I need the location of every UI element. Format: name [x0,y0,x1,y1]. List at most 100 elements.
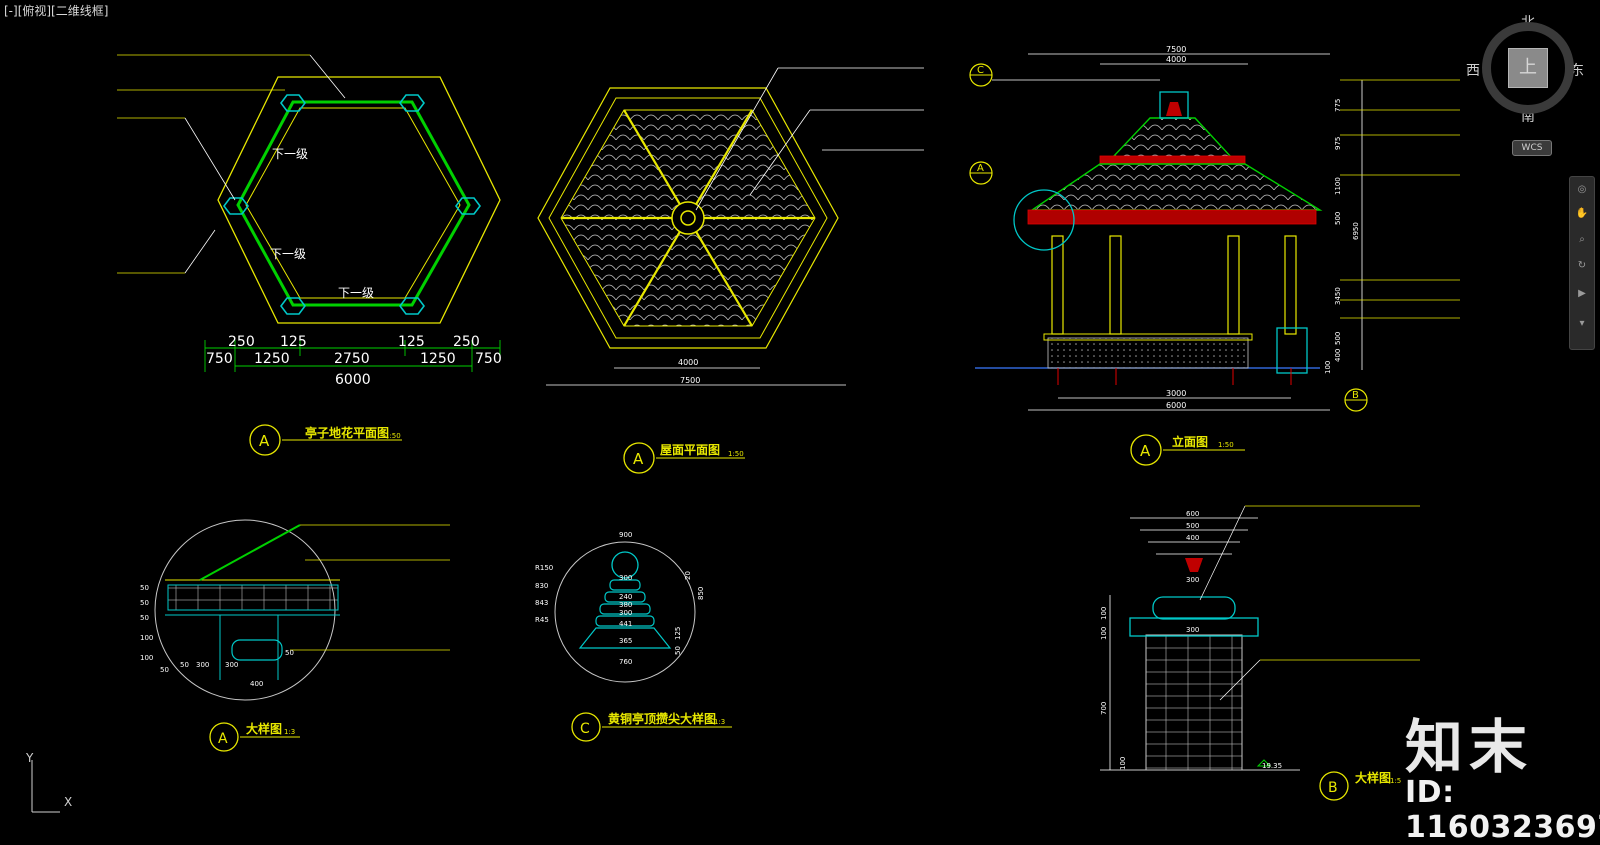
elevation-dim: 6950 [1352,222,1360,240]
plan-dim: 250 [453,334,480,350]
plan-dim: 750 [206,351,233,367]
detail-c-tag: C [580,721,590,737]
detail-a-dim: 300 [225,661,238,669]
plan-dim: 750 [475,351,502,367]
detail-c-dim: 300 [619,609,632,617]
plan-outer-hexagon [217,76,501,324]
detail-a-dim: 400 [250,680,263,688]
plan-step-label: 下一级 [338,286,374,300]
viewcube-compass-ring[interactable] [1482,22,1574,114]
detail-c-dim: 50 [674,646,682,655]
plan-tag: A [259,432,270,450]
steering-wheel-icon[interactable]: ◎ [1577,184,1587,195]
detail-a-dim: 50 [140,584,149,592]
detail-c-dim: 760 [619,658,632,666]
plan-scale: 1:50 [385,432,401,440]
elevation-scale: 1:50 [1218,441,1234,449]
roof-title: 屋面平面图 [660,443,720,457]
svg-text:C: C [977,65,984,76]
roof-dim-inner: 4000 [678,358,698,367]
watermark-logo: 知末 [1405,713,1534,781]
detail-b-level: 19.35 [1262,762,1282,770]
detail-b-dim: 300 [1186,626,1199,634]
elevation-dim: 3000 [1166,389,1186,398]
elevation-callout-b[interactable]: B [1344,388,1368,412]
detail-a-dim: 300 [196,661,209,669]
orbit-icon[interactable]: ↻ [1577,260,1587,271]
detail-b-scale: 1:5 [1390,777,1401,785]
roof-plan-view: 4000 7500 A 屋面平面图 1:50 [537,67,924,474]
detail-c-dim: 380 [619,601,632,609]
elevation-dim: 6000 [1166,401,1186,410]
detail-c-dim: 300 [619,574,632,582]
elevation-dim: 975 [1334,137,1342,150]
detail-a-dim: 50 [180,661,189,669]
detail-c-dim: 20 [684,571,692,580]
elevation-dim: 1100 [1334,177,1342,195]
detail-a-dim: 50 [285,649,294,657]
elevation-view: 7500 4000 3000 6000 C A B 77 [969,45,1460,466]
viewcube-top-face[interactable]: 上 [1508,48,1548,88]
zoom-icon[interactable]: ⌕ [1579,234,1585,245]
detail-a-title: 大样图 [246,721,282,736]
detail-b-title: 大样图 [1355,770,1391,785]
navbar-options-icon[interactable]: ▾ [1579,318,1585,329]
elevation-dim: 7500 [1166,45,1186,54]
plan-dim: 250 [228,334,255,350]
detail-c-dim: 830 [535,582,548,590]
detail-b-dim: 700 [1100,702,1108,715]
detail-b-dim: 100 [1100,607,1108,620]
detail-b-tag: B [1328,780,1338,796]
roof-dim-outer: 7500 [680,376,700,385]
plan-dim: 1250 [420,351,456,367]
detail-a-dim: 50 [140,599,149,607]
svg-text:A: A [977,163,984,174]
viewcube-west[interactable]: 西 [1466,63,1480,79]
wcs-menu-button[interactable]: WCS [1512,140,1552,156]
elevation-dim: 100 [1324,361,1332,374]
viewcube[interactable]: 北 南 东 西 上 WCS [1466,15,1594,156]
pan-icon[interactable]: ✋ [1575,208,1589,219]
svg-text:B: B [1352,390,1359,401]
detail-b-dim: 100 [1119,757,1127,770]
ucs-x-label: X [64,795,72,809]
detail-b-dim: 600 [1186,510,1199,518]
plan-step-label: 下一级 [272,147,308,161]
plan-dim: 1250 [254,351,290,367]
elevation-columns [1051,235,1297,335]
elevation-dim: 4000 [1166,55,1186,64]
roof-scale: 1:50 [728,450,744,458]
detail-a-view: 50 50 50 100 100 50 50 300 300 50 400 A … [140,519,450,752]
detail-b-dim: 500 [1186,522,1199,530]
detail-a-dim: 100 [140,654,153,662]
detail-b-view: 600 500 400 300 300 100 100 700 100 19.3… [1100,505,1420,801]
elevation-tag: A [1140,442,1151,460]
plan-dim: 125 [398,334,425,350]
detail-c-dim: 365 [619,637,632,645]
detail-a-tag: A [218,731,228,747]
detail-c-scale: 1:3 [714,718,725,726]
plan-title: 亭子地花平面图 [305,425,389,440]
detail-c-dim: 240 [619,593,632,601]
detail-a-dim: 100 [140,634,153,642]
viewport-label[interactable]: [-][俯视][二维线框] [4,4,109,18]
detail-c-dim: 843 [535,599,548,607]
plan-column-markers [223,94,481,315]
detail-a-dim: 50 [140,614,149,622]
showmotion-icon[interactable]: ▶ [1578,288,1586,299]
ucs-icon: Y X [25,751,72,813]
elevation-callout-c[interactable]: C [969,63,1160,87]
elevation-dim: 500 [1334,332,1342,345]
detail-b-dim: 400 [1186,534,1199,542]
elevation-dim: 775 [1334,99,1342,112]
plan-dim: 2750 [334,351,370,367]
elevation-callout-a[interactable]: A [969,161,993,185]
navigation-bar: ◎ ✋ ⌕ ↻ ▶ ▾ [1569,176,1595,350]
ucs-y-label: Y [25,751,34,765]
detail-c-view: 900 R150 830 843 R45 300 240 380 300 441… [535,531,732,742]
detail-a-dim: 50 [160,666,169,674]
plan-dim: 125 [280,334,307,350]
elevation-title: 立面图 [1172,434,1208,449]
detail-c-dim: 900 [619,531,632,539]
